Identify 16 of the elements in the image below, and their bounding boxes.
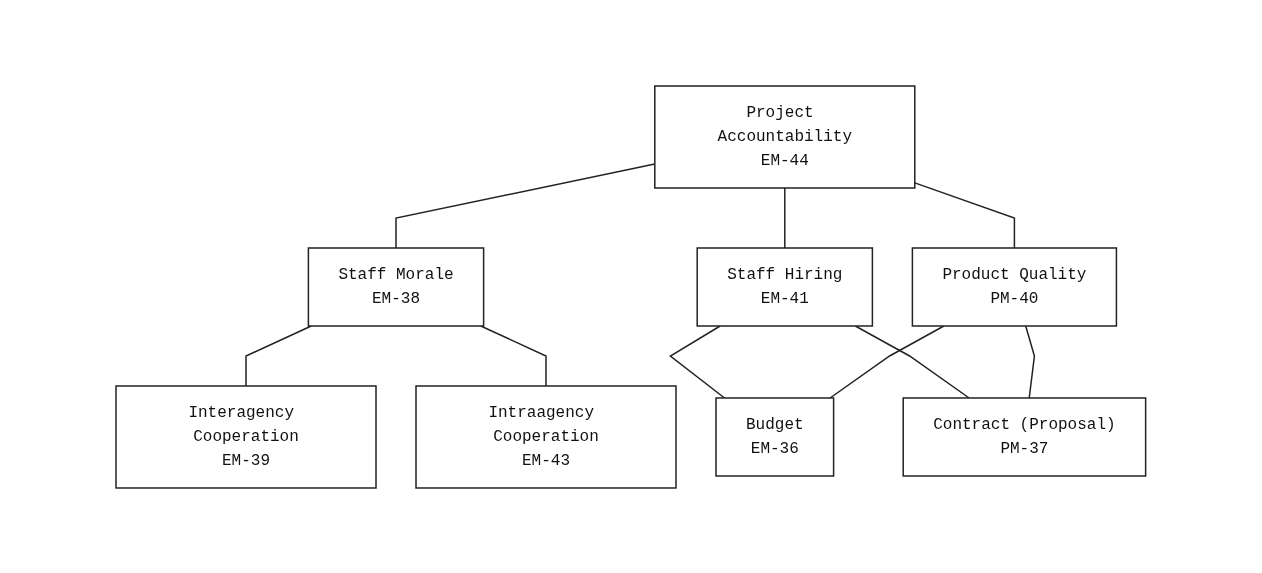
connector <box>245 324 313 387</box>
node-box: Staff Morale EM-38 <box>307 246 485 327</box>
connector <box>669 324 726 399</box>
connector <box>854 324 971 399</box>
node-box: Intraagency Cooperation EM-43 <box>415 384 677 489</box>
connector <box>480 324 547 387</box>
node-box: Contract (Proposal) PM-37 <box>902 396 1147 477</box>
connector <box>914 181 1016 249</box>
connector <box>1025 324 1036 399</box>
node-box: Staff Hiring EM-41 <box>696 246 874 327</box>
connector <box>784 186 786 249</box>
node-box: Project Accountability EM-44 <box>654 84 916 189</box>
node-box: Budget EM-36 <box>715 396 835 477</box>
connector <box>829 324 945 399</box>
node-box: Product Quality PM-40 <box>911 246 1118 327</box>
node-box: Interagency Cooperation EM-39 <box>115 384 377 489</box>
